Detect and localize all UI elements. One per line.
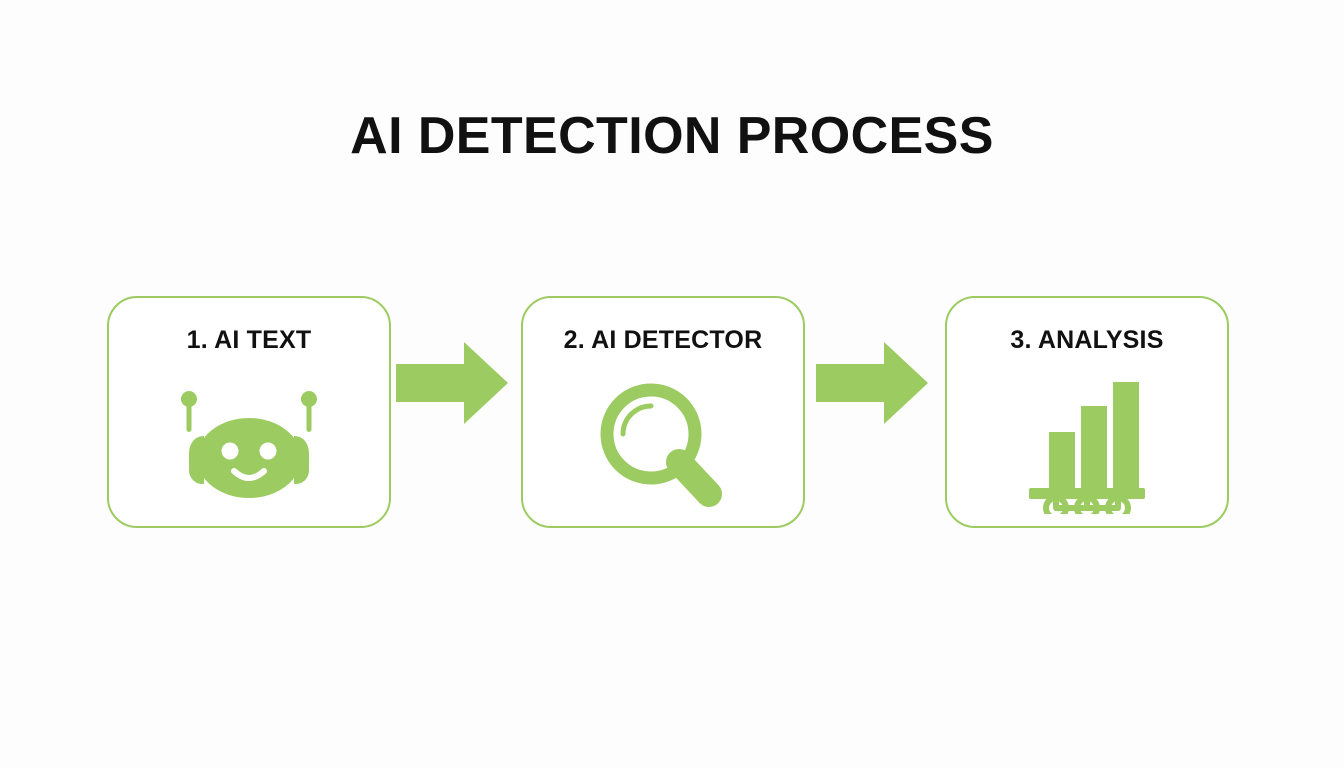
arrow-right-icon	[816, 342, 928, 424]
process-flow: 1. AI TEXT	[0, 296, 1344, 532]
page-title: AI DETECTION PROCESS	[350, 107, 994, 165]
robot-head-icon	[109, 374, 389, 514]
step-card-ai-text[interactable]: 1. AI TEXT	[107, 296, 391, 528]
step-card-label: 1. AI TEXT	[186, 326, 312, 354]
step-card-label: 2. AI DETECTOR	[563, 326, 763, 354]
step-card-label: 3. ANALYSIS	[1010, 326, 1164, 354]
bar-chart-cart-icon	[947, 374, 1227, 514]
magnifying-glass-icon	[523, 374, 803, 514]
arrow-right-icon	[396, 342, 508, 424]
step-card-ai-detector[interactable]: 2. AI DETECTOR	[521, 296, 805, 528]
step-card-analysis[interactable]: 3. ANALYSIS	[945, 296, 1229, 528]
